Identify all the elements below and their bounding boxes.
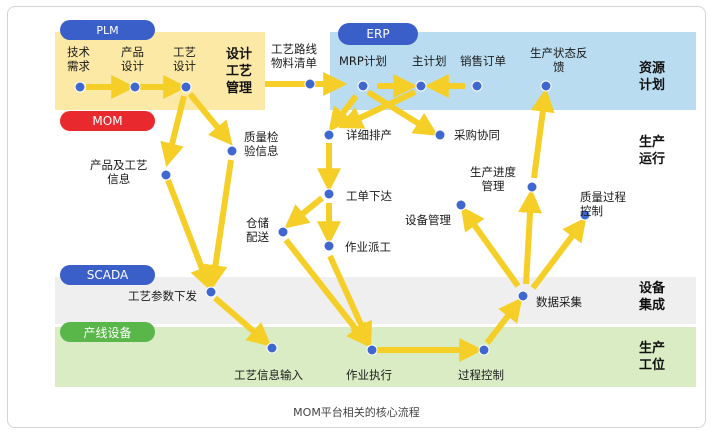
label-quality-ctrl: 质量过程控制	[580, 190, 626, 218]
node-dot-jobexec	[366, 344, 378, 356]
node-dot-mrp	[357, 80, 369, 92]
node-dot-processctrl	[478, 344, 490, 356]
label-mrp: MRP计划	[339, 54, 387, 68]
arrow-warehouse-to-jobexec	[283, 238, 371, 348]
side-label-operation: 生产运行	[639, 135, 666, 167]
arrow-mrp-to-purchase	[366, 89, 439, 136]
plm-pill: PLM	[60, 20, 155, 40]
node-dot-status	[540, 80, 552, 92]
label-routing-bom: 工艺路线物料清单	[271, 42, 317, 70]
label-param-issue: 工艺参数下发	[128, 289, 197, 303]
device-band	[55, 327, 696, 387]
label-master-plan: 主计划	[412, 54, 447, 68]
label-detail-schedule: 详细排产	[346, 128, 392, 142]
node-dot-qualityctrl	[579, 209, 591, 221]
arrow-process-to-productinfo	[160, 95, 187, 167]
arrow-process-to-quality	[187, 92, 233, 146]
node-dot-master	[415, 80, 427, 92]
arrow-productinfo-to-param	[165, 178, 214, 291]
diagram-caption: MOM平台相关的核心流程	[293, 406, 420, 419]
scada-pill: SCADA	[60, 265, 155, 285]
node-dot-purchase	[434, 129, 446, 141]
arrow-datacollect-to-progress	[518, 188, 543, 285]
erp-pill: ERP	[338, 23, 418, 45]
label-process-design: 工艺设计	[173, 45, 196, 73]
label-quality-inspect: 质量检验信息	[244, 130, 279, 158]
arrow-datacollect-to-equipment	[460, 206, 521, 288]
mom-pill: MOM	[60, 111, 155, 131]
label-sales-order: 销售订单	[460, 54, 506, 68]
label-progress-mgmt: 生产进度管理	[470, 165, 516, 193]
node-dot-dispatch	[323, 240, 335, 252]
arrow-datacollect-to-qualityctrl	[530, 217, 587, 290]
node-dot-sales	[471, 80, 483, 92]
node-dot-tech-req	[74, 81, 86, 93]
erp-band	[330, 32, 696, 110]
arrow-progress-to-status	[530, 87, 555, 179]
side-label-equipment: 设备集成	[639, 281, 666, 313]
node-dot-product-design	[129, 81, 141, 93]
arrow-dispatch-to-jobexec	[327, 254, 373, 347]
node-dot-workorder	[323, 188, 335, 200]
label-job-exec: 作业执行	[346, 368, 392, 382]
plm-band	[55, 32, 265, 110]
node-dot-param	[205, 286, 217, 298]
label-data-collect: 数据采集	[536, 295, 582, 309]
label-purchase: 采购协同	[454, 128, 500, 142]
node-dot-processinput	[266, 342, 278, 354]
label-work-order: 工单下达	[346, 189, 392, 203]
node-dot-progress	[526, 181, 538, 193]
node-dot-datacollect	[517, 290, 529, 302]
node-dot-quality-inspect	[226, 145, 238, 157]
arrow-processctrl-to-datacollect	[484, 297, 523, 345]
node-dot-equipment	[455, 199, 467, 211]
side-label-design: 设计工艺管理	[226, 47, 253, 96]
label-process-ctrl: 过程控制	[458, 368, 504, 382]
arrow-workorder-to-warehouse	[284, 195, 324, 229]
label-equipment-mgmt: 设备管理	[405, 213, 451, 227]
device-pill: 产线设备	[60, 322, 155, 342]
label-prod-status: 生产状态反馈	[530, 46, 588, 74]
node-dot-product-info	[160, 169, 172, 181]
node-dot-routing	[304, 78, 316, 90]
side-label-station: 生产工位	[639, 341, 666, 373]
side-label-resource: 资源计划	[639, 61, 666, 93]
label-product-process-info: 产品及工艺信息	[90, 158, 148, 186]
node-dot-detail	[323, 129, 335, 141]
node-dot-process-design	[180, 81, 192, 93]
arrow-quality-to-param	[203, 159, 234, 290]
node-dot-warehouse	[277, 226, 289, 238]
label-dispatch: 作业派工	[345, 240, 391, 254]
label-product-design: 产品设计	[121, 45, 144, 73]
arrow-param-to-processinput	[213, 295, 272, 347]
scada-band	[55, 277, 696, 324]
label-warehouse: 仓储配送	[246, 216, 269, 244]
arrow-master-to-detail	[338, 89, 417, 129]
label-tech-req: 技术需求	[67, 45, 90, 73]
label-process-info-input: 工艺信息输入	[234, 368, 303, 382]
